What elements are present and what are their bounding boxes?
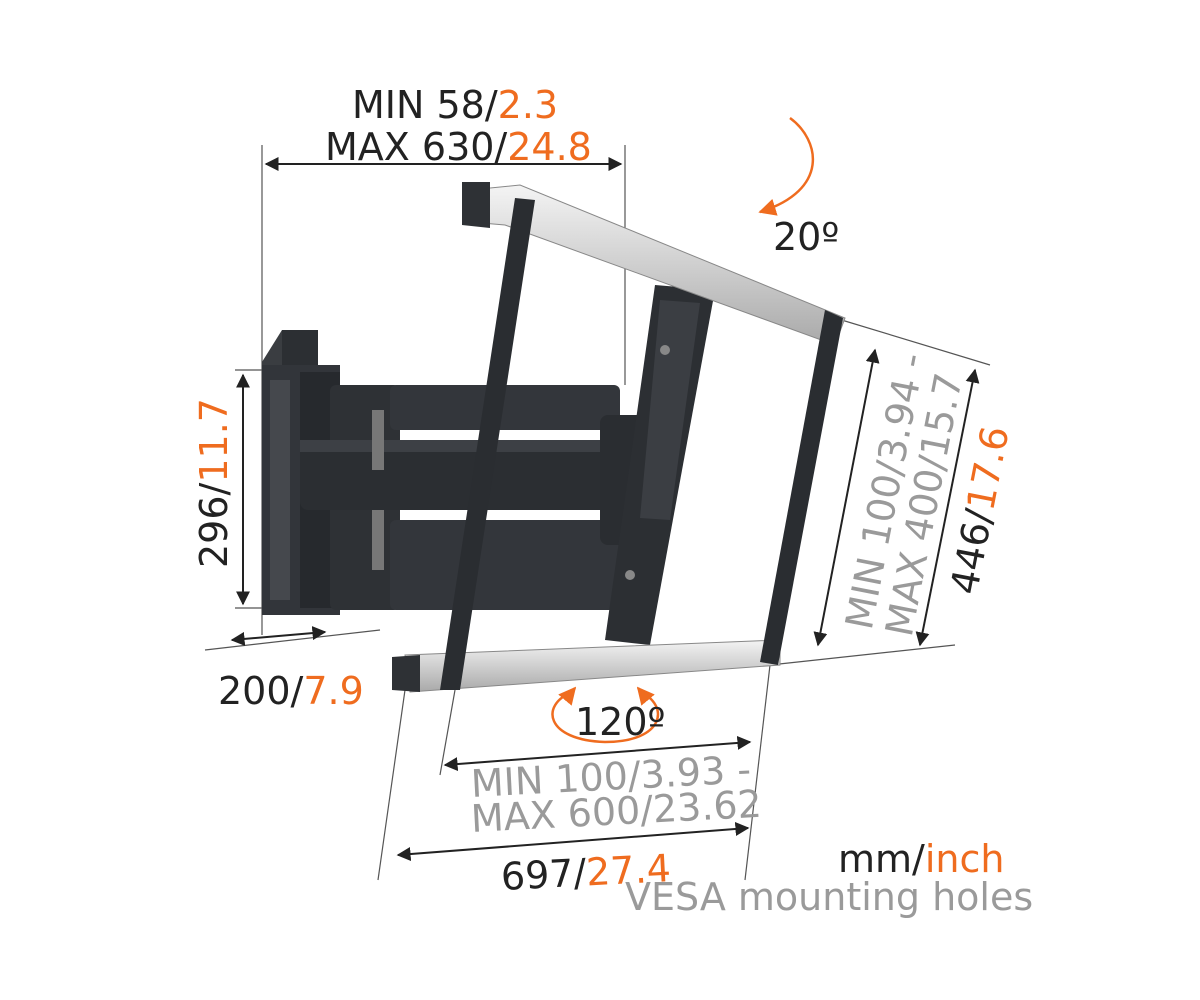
swivel-angle-label: 120º xyxy=(575,700,666,744)
unit-legend: mm/inch xyxy=(838,837,1005,881)
vesa-width-line xyxy=(443,735,752,772)
dimension-arrows xyxy=(230,157,980,862)
center-bracket xyxy=(605,285,715,645)
total-height-line xyxy=(915,368,980,647)
plate-height-label: 296/11.7 xyxy=(192,398,236,568)
vesa-arms xyxy=(440,198,843,690)
plate-width-line xyxy=(230,626,327,646)
depth-max-label: MAX 630/24.8 xyxy=(325,125,592,169)
depth-min-label: MIN 58/2.3 xyxy=(352,83,559,127)
bottom-rail xyxy=(392,639,781,693)
plate-width-label: 200/7.9 xyxy=(218,669,364,713)
tilt-angle-label: 20º xyxy=(773,215,840,259)
swing-arms xyxy=(300,385,645,610)
swivel-arrow xyxy=(551,690,660,744)
vesa-height-line xyxy=(813,348,880,647)
total-width-line xyxy=(396,821,750,862)
vesa-legend-note: VESA mounting holes xyxy=(625,875,1034,919)
tilt-arrow xyxy=(758,116,815,216)
